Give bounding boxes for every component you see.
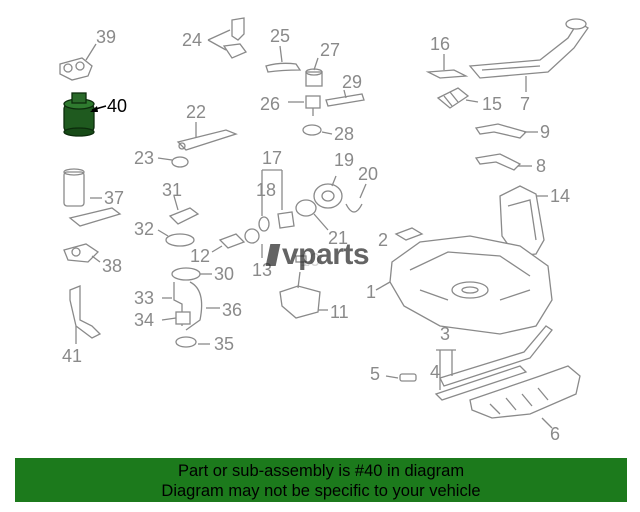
part-35-o-ring[interactable] — [175, 336, 210, 348]
callout-25: 25 — [270, 26, 290, 46]
banner-line-part: Part or sub-assembly is #40 in diagram — [177, 462, 465, 480]
callout-7: 7 — [520, 94, 530, 114]
callout-28: 28 — [334, 124, 354, 144]
part-19-sender-cover[interactable] — [313, 175, 343, 209]
callout-2: 2 — [378, 230, 388, 250]
part-36-tube-assembly[interactable] — [173, 281, 220, 331]
part-3-tank-band[interactable] — [434, 325, 553, 401]
callout-17: 17 — [262, 148, 282, 168]
callout-38: 38 — [102, 256, 122, 276]
part-28-clamp[interactable] — [302, 124, 333, 136]
part-26-valve[interactable] — [288, 95, 321, 116]
part-12-gasket[interactable] — [211, 228, 260, 253]
callout-10: 10 — [300, 250, 320, 270]
part-30-cap[interactable] — [171, 267, 212, 281]
part-7-filler-pipe[interactable] — [468, 18, 589, 92]
part-2-band[interactable] — [394, 227, 424, 241]
part-31-bracket[interactable] — [168, 195, 200, 225]
part-9-strap[interactable] — [474, 123, 538, 139]
callout-20: 20 — [358, 164, 378, 184]
part-37-fuel-pump[interactable] — [63, 168, 122, 227]
part-14-tank-protector[interactable] — [499, 185, 548, 257]
callout-11: 11 — [330, 302, 349, 322]
part-15-boot[interactable] — [436, 87, 479, 109]
part-27-cap[interactable] — [305, 57, 323, 87]
parts-diagram: 39 40 37 38 41 24 25 — [59, 17, 589, 444]
callout-15: 15 — [482, 94, 502, 114]
callout-24: 24 — [182, 30, 202, 50]
callout-1: 1 — [366, 282, 376, 302]
part-6-heat-insulator[interactable] — [469, 365, 581, 429]
callout-33: 33 — [134, 288, 154, 308]
callout-21: 21 — [328, 228, 348, 248]
part-24-valve[interactable] — [207, 17, 248, 59]
part-29-hose[interactable] — [325, 89, 365, 107]
part-38-gasket[interactable] — [63, 243, 101, 263]
part-23-clip[interactable] — [157, 156, 189, 168]
part-11-heat-shield[interactable] — [279, 271, 328, 319]
callout-4: 4 — [430, 362, 440, 382]
callout-27: 27 — [320, 40, 340, 60]
part-39-bracket[interactable] — [59, 43, 97, 81]
callout-3: 3 — [440, 324, 450, 344]
part-20-gasket[interactable] — [345, 183, 367, 213]
part-25-hose[interactable] — [265, 45, 302, 73]
callout-14: 14 — [550, 186, 570, 206]
part-40-fuel-pump-assembly[interactable] — [63, 92, 107, 137]
callout-30: 30 — [214, 264, 234, 284]
callout-9: 9 — [540, 122, 550, 142]
banner-line-disclaimer: Diagram may not be specific to your vehi… — [161, 482, 481, 500]
watermark-text: vparts — [282, 238, 370, 271]
callout-23: 23 — [134, 148, 154, 168]
part-32-retainer[interactable] — [157, 229, 195, 247]
callout-31: 31 — [162, 180, 182, 200]
callout-5: 5 — [370, 364, 380, 384]
part-8-strap[interactable] — [474, 153, 532, 171]
callout-34: 34 — [134, 310, 154, 330]
part-21-seal[interactable] — [295, 199, 329, 231]
callout-32: 32 — [134, 219, 154, 239]
callout-16: 16 — [430, 34, 450, 54]
callout-18: 18 — [256, 180, 276, 200]
part-info-banner: Part or sub-assembly is #40 in diagram D… — [15, 458, 627, 502]
callout-35: 35 — [214, 334, 234, 354]
part-22-bracket[interactable] — [176, 122, 238, 151]
callout-39: 39 — [96, 27, 116, 47]
part-18-ring[interactable] — [258, 211, 295, 232]
callout-40: 40 — [107, 96, 127, 116]
callout-26: 26 — [260, 94, 280, 114]
callout-12: 12 — [190, 246, 210, 266]
part-10-bolt[interactable] — [295, 255, 307, 263]
callout-19: 19 — [334, 150, 354, 170]
callout-29: 29 — [342, 72, 362, 92]
callout-41: 41 — [62, 346, 82, 366]
callout-37: 37 — [104, 188, 124, 208]
watermark-mark — [265, 244, 281, 266]
callout-6: 6 — [550, 424, 560, 444]
part-5-bolt[interactable] — [385, 373, 417, 382]
callout-36: 36 — [222, 300, 242, 320]
callout-22: 22 — [186, 102, 206, 122]
vparts-watermark: vparts — [265, 238, 370, 272]
part-1-fuel-tank[interactable] — [375, 235, 553, 335]
part-41-sender-gauge[interactable] — [69, 285, 102, 344]
part-16-hose[interactable] — [425, 54, 469, 79]
callout-8: 8 — [536, 156, 546, 176]
